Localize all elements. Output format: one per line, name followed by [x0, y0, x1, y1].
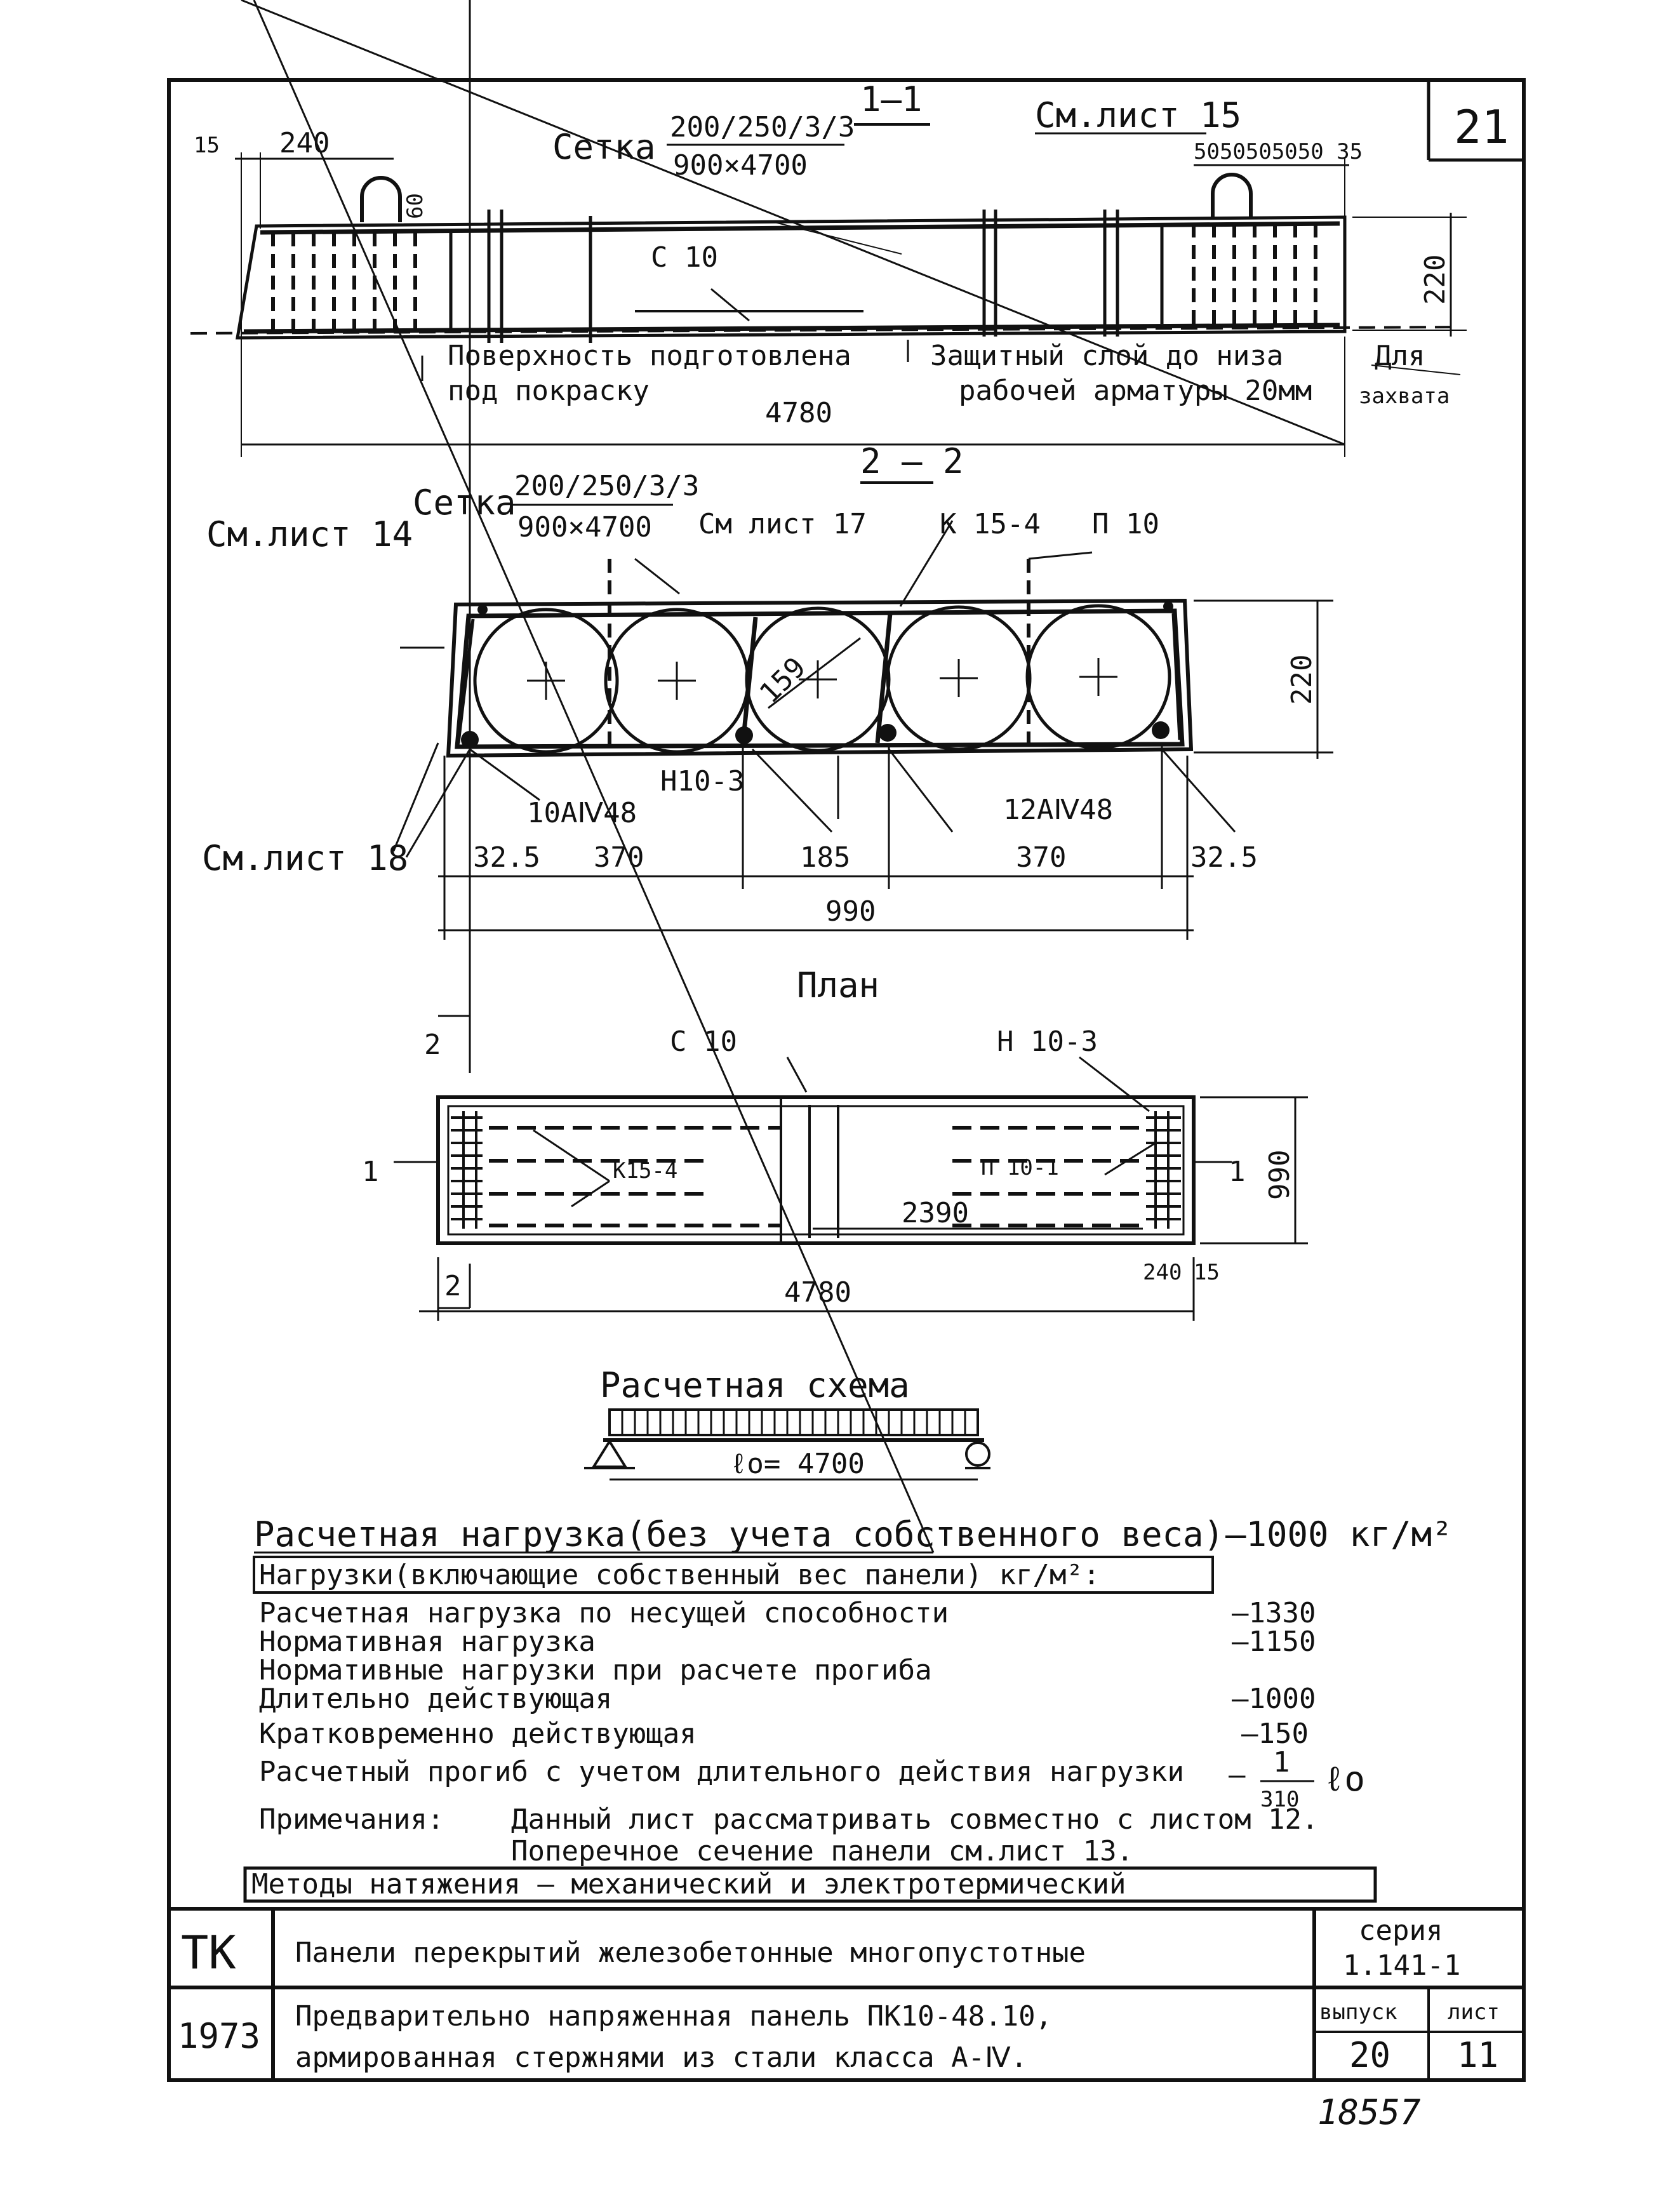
dim-15-plan: 15: [1194, 1260, 1220, 1285]
load-row-2-label: Нормативная нагрузка: [259, 1626, 596, 1658]
title-line-1: Панели перекрытий железобетонные многопу…: [295, 1937, 1086, 1969]
see-sheet-18: См.лист 18: [202, 838, 408, 878]
dim-right-series: 5050505050 35: [1194, 139, 1363, 164]
series-value: 1.141-1: [1343, 1949, 1460, 1982]
k15-4-label-plan: К15-4: [613, 1158, 677, 1184]
load-row-5-value: —150: [1241, 1718, 1309, 1750]
p10-1-label-plan: П 10-1: [981, 1155, 1059, 1180]
load-row-5-label: Кратковременно действующая: [259, 1718, 697, 1750]
dim-159: 159: [754, 651, 812, 710]
see-sheet-15: См.лист 15: [1035, 95, 1241, 135]
cut-mark-1-right: 1: [1229, 1156, 1246, 1188]
note-2: Поперечное сечение панели см.лист 13.: [511, 1835, 1133, 1867]
load-row-1-label: Расчетная нагрузка по несущей способност…: [259, 1597, 949, 1629]
mesh-top-1: 200/250/3/3: [670, 111, 855, 144]
tk-label: ТК: [181, 1926, 236, 1979]
cover-note-2: рабочей арматуры 20мм: [959, 375, 1312, 407]
loads-header-box: [253, 1556, 1214, 1594]
dim-32-5-right: 32.5: [1190, 841, 1258, 874]
dim-2390: 2390: [902, 1197, 969, 1229]
year-label: 1973: [178, 2016, 260, 2056]
deflection-dash: —: [1229, 1759, 1246, 1791]
p10-label: П 10: [1092, 508, 1159, 540]
see-sheet-17: См лист 17: [698, 508, 867, 540]
deflection-numerator: 1: [1273, 1746, 1290, 1779]
load-row-4-value: —1000: [1232, 1683, 1316, 1715]
issue-value: 20: [1349, 2035, 1390, 2075]
surface-note-1: Поверхность подготовлена: [448, 340, 851, 372]
dim-240-top: 240: [279, 127, 330, 159]
deflection-denominator: 310: [1260, 1787, 1299, 1812]
dim-990-section: 990: [825, 895, 876, 928]
cut-mark-2-top: 2: [424, 1029, 441, 1061]
n10-3-label-plan: Н 10-3: [997, 1025, 1098, 1058]
mesh-top-2: 200/250/3/3: [514, 470, 699, 502]
grip-note-2: захвата: [1359, 384, 1450, 409]
dim-4780-plan: 4780: [784, 1276, 851, 1309]
load-row-1-value: —1330: [1232, 1597, 1316, 1629]
section-1-1-title: 1—1: [860, 79, 923, 119]
sheet-corner-number: 21: [1454, 100, 1509, 154]
dim-370-left: 370: [594, 841, 644, 874]
sheet-label: лист: [1448, 2000, 1500, 2025]
cut-mark-1-left: 1: [362, 1156, 379, 1188]
inventory-number: 18557: [1317, 2092, 1421, 2132]
sheet-value: 11: [1457, 2035, 1498, 2075]
design-load-value: —1000 кг/м²: [1225, 1514, 1453, 1554]
n10-3-label: Н10-3: [660, 765, 744, 798]
cover-note-1: Защитный слой до низа: [930, 340, 1283, 372]
scheme-span: ℓo= 4700: [730, 1448, 865, 1480]
dim-990-plan: 990: [1263, 1150, 1296, 1200]
dim-185: 185: [800, 841, 850, 874]
mesh-label-1: Сетка: [552, 127, 656, 167]
plan-title: План: [797, 965, 879, 1005]
series-label: серия: [1359, 1914, 1443, 1947]
dim-370-right: 370: [1016, 841, 1066, 874]
dim-220-section: 220: [1286, 655, 1318, 705]
c10-label-1: С 10: [651, 241, 718, 274]
section-2-2-title: 2 — 2: [860, 441, 964, 481]
mesh-bottom-2: 900×4700: [517, 511, 652, 544]
dim-220-long: 220: [1419, 255, 1451, 305]
dim-15-top: 15: [194, 133, 220, 158]
dim-60: 60: [403, 193, 428, 219]
title-line-2: Предварительно напряженная панель ПК10-4…: [295, 2000, 1052, 2033]
note-1: Данный лист рассматривать совместно с ли…: [511, 1803, 1319, 1836]
mesh-bottom-1: 900×4700: [673, 149, 808, 182]
bar-12aiv-label: 12АⅣ48: [1003, 794, 1113, 826]
load-row-3-label: Нормативные нагрузки при расчете прогиба: [259, 1654, 932, 1686]
plan-drawing: [394, 0, 1308, 1321]
section-1-1-drawing: [190, 0, 1467, 457]
title-line-3: армированная стержнями из стали класса А…: [295, 2041, 1027, 2074]
surface-note-2: под покраску: [448, 375, 650, 407]
load-row-2-value: —1150: [1232, 1626, 1316, 1658]
notes-label: Примечания:: [259, 1803, 444, 1836]
scheme-title: Расчетная схема: [600, 1365, 910, 1405]
title-block-lines: [169, 1907, 1524, 2080]
load-row-4-label: Длительно действующая: [259, 1683, 612, 1715]
section-2-2-drawing: [392, 481, 1333, 940]
deflection-label: Расчетный прогиб с учетом длительного де…: [259, 1756, 1184, 1788]
grip-note-1: Для: [1375, 340, 1425, 372]
issue-label: выпуск: [1319, 2000, 1397, 2025]
sheet-frame: [167, 78, 1526, 2082]
dim-32-5-left: 32.5: [473, 841, 540, 874]
methods-box: [243, 1866, 1377, 1903]
see-sheet-14: См.лист 14: [206, 514, 413, 554]
design-load-underline: [253, 0, 935, 1553]
mesh-label-2: Сетка: [413, 483, 516, 523]
dim-4780-long: 4780: [765, 397, 832, 429]
deflection-unit: ℓo: [1324, 1759, 1365, 1799]
loads-header: Нагрузки(включающие собственный вес пане…: [259, 1559, 1100, 1591]
methods-text: Методы натяжения — механический и электр…: [251, 1868, 1126, 1900]
cut-mark-2-bottom: 2: [444, 1270, 462, 1302]
dim-240-plan: 240: [1143, 1260, 1182, 1285]
design-scheme-drawing: [584, 1408, 990, 1481]
k15-4-label: К 15-4: [940, 508, 1041, 540]
design-load-label: Расчетная нагрузка(без учета собственног…: [254, 1514, 1224, 1554]
c10-label-plan: С 10: [670, 1025, 737, 1058]
bar-10aiv-label: 10АⅣ48: [527, 797, 637, 829]
